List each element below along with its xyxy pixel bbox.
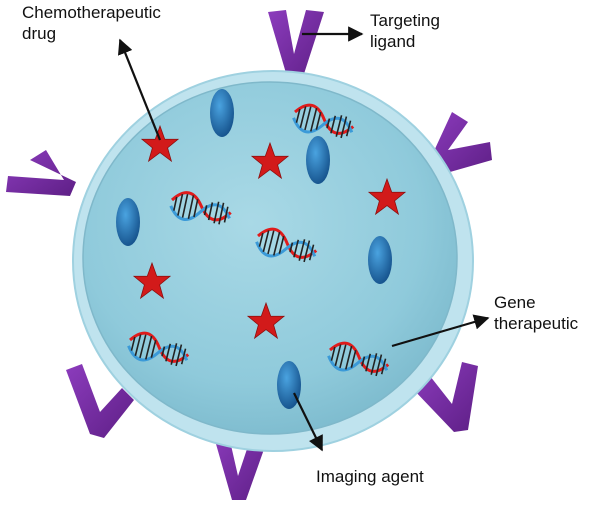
chemotherapeutic-drug-label: Chemotherapeutic drug xyxy=(22,2,161,44)
gene-label-line2: therapeutic xyxy=(494,314,579,333)
ligand-left-icon xyxy=(6,150,76,196)
imaging-arrow xyxy=(293,392,323,452)
dna-helix-icon xyxy=(327,341,390,377)
ligand-upper-right-icon xyxy=(428,112,492,176)
drug-star-icon xyxy=(250,141,290,180)
gene-therapeutic-label: Gene therapeutic xyxy=(494,292,578,334)
dna-helix-icon xyxy=(292,103,355,139)
imaging-agents xyxy=(116,89,392,409)
ligand-lower-left-icon xyxy=(66,364,134,438)
gene-therapeutics xyxy=(127,103,390,377)
drug-star-icon xyxy=(140,124,180,163)
imaging-agent-ellipse-icon xyxy=(368,236,392,284)
ligand-label-line2: ligand xyxy=(370,32,416,51)
chemo-label-line2: drug xyxy=(22,24,57,43)
ligand-top-icon xyxy=(268,10,324,80)
dna-helix-icon xyxy=(255,227,318,263)
imaging-agent-label: Imaging agent xyxy=(316,466,424,487)
chemo-arrow xyxy=(117,38,162,141)
imaging-agent-ellipse-icon xyxy=(210,89,234,137)
callout-arrows xyxy=(117,26,490,452)
nanoparticle-sphere xyxy=(72,70,474,452)
ligand-label-line1: Targeting xyxy=(370,11,440,30)
chemotherapeutic-drugs xyxy=(132,124,407,340)
gene-arrow xyxy=(391,314,490,348)
targeting-ligand-label: Targeting ligand xyxy=(370,10,440,52)
dna-helix-icon xyxy=(127,331,190,367)
imaging-agent-ellipse-icon xyxy=(116,198,140,246)
chemo-label-line1: Chemotherapeutic xyxy=(22,3,161,22)
gene-label-line1: Gene xyxy=(494,293,536,312)
imaging-label-text: Imaging agent xyxy=(316,467,424,486)
drug-star-icon xyxy=(367,177,407,216)
drug-star-icon xyxy=(246,301,286,340)
imaging-agent-ellipse-icon xyxy=(306,136,330,184)
dna-helix-icon xyxy=(169,191,232,225)
drug-star-icon xyxy=(132,261,172,300)
